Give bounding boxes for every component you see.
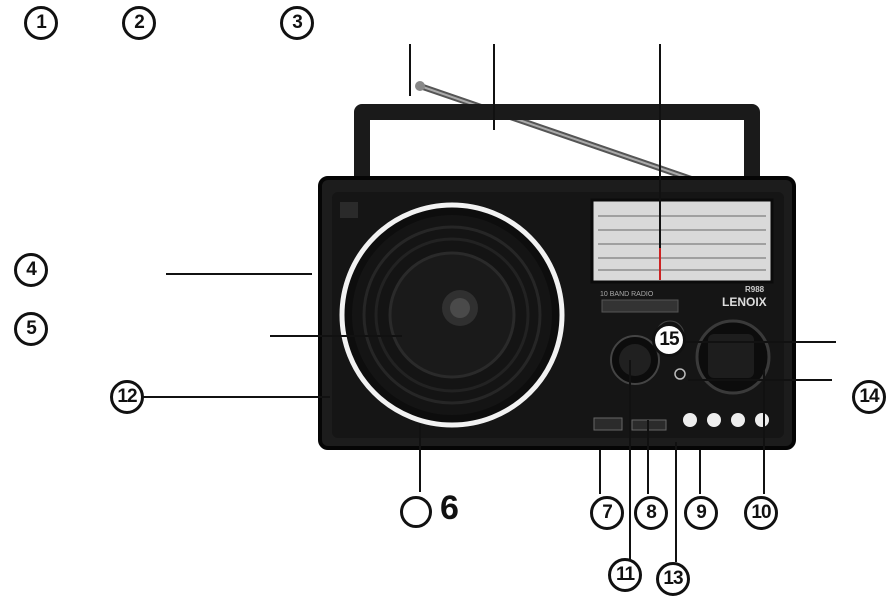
callout-14: 14 — [852, 380, 886, 414]
band-selector — [601, 299, 679, 313]
tuning-dial-window — [590, 198, 774, 284]
antenna-tip — [415, 81, 425, 91]
model-label: R988 — [745, 285, 765, 294]
callout-11: 11 — [608, 558, 642, 592]
corner-mark — [340, 202, 358, 218]
power-indicator — [674, 368, 686, 380]
callout-15: 15 — [652, 323, 686, 357]
callout-13: 13 — [656, 562, 690, 596]
callout-7: 7 — [590, 496, 624, 530]
callout-6: 6 — [440, 488, 459, 527]
leader-lines — [142, 44, 836, 562]
callout-3: 3 — [280, 6, 314, 40]
carry-handle — [354, 104, 760, 182]
button-c — [731, 413, 745, 427]
button-d — [755, 413, 769, 427]
antenna-highlight — [419, 85, 701, 183]
callout-2: 2 — [122, 6, 156, 40]
callout-12: 12 — [110, 380, 144, 414]
callout-8: 8 — [634, 496, 668, 530]
callout-9: 9 — [684, 496, 718, 530]
brand-label: LENOIX — [722, 295, 767, 309]
callout-1: 1 — [24, 6, 58, 40]
switch-7 — [593, 417, 623, 431]
callout-4: 4 — [14, 253, 48, 287]
dial-subtitle: 10 BAND RADIO — [600, 291, 654, 298]
callout-5: 5 — [14, 312, 48, 346]
callout-10: 10 — [744, 496, 778, 530]
button-b — [707, 413, 721, 427]
callout-6-circle — [400, 496, 432, 528]
button-a — [683, 413, 697, 427]
